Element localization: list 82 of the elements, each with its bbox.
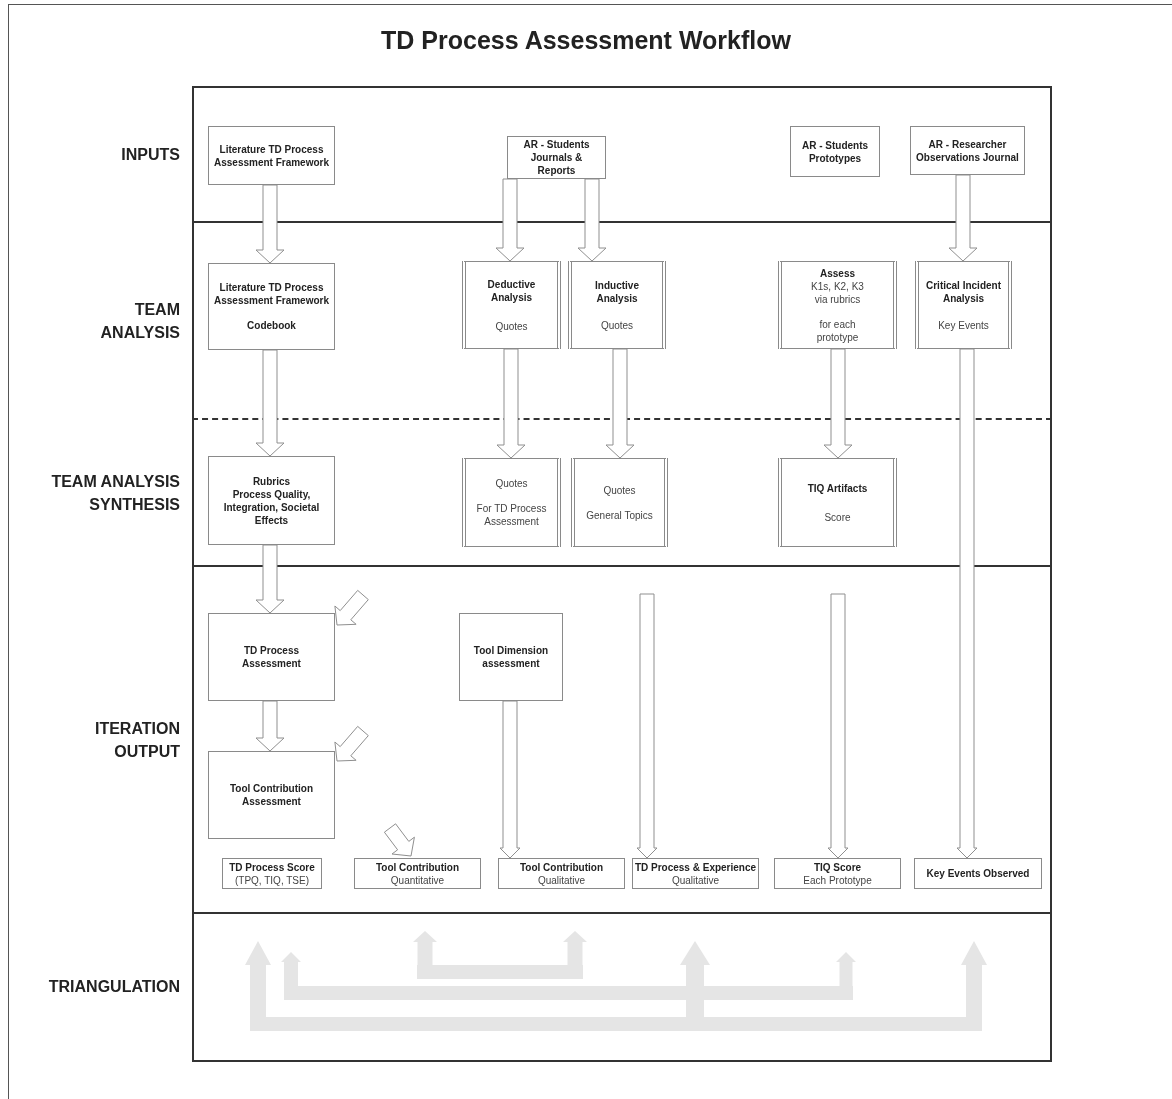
output-box bbox=[354, 858, 481, 889]
output-box bbox=[914, 858, 1042, 889]
predefined-process-box bbox=[568, 261, 666, 349]
predefined-process-box bbox=[778, 458, 897, 547]
box-heading: Tool Contribution bbox=[375, 860, 460, 874]
process-box bbox=[208, 126, 335, 185]
box-text: Quotes bbox=[495, 319, 528, 333]
process-box bbox=[459, 613, 563, 701]
block-arrow bbox=[605, 348, 635, 459]
block-arrow bbox=[636, 593, 658, 859]
predefined-process-box bbox=[462, 458, 561, 547]
block-arrow bbox=[383, 823, 415, 857]
box-heading: Tool Contribution Assessment bbox=[228, 782, 315, 808]
lane-heading: TEAM ANALYSIS bbox=[99, 299, 180, 343]
box-text: Key Events bbox=[938, 318, 989, 332]
box-heading: TIQ Artifacts bbox=[807, 481, 868, 495]
process-box bbox=[208, 751, 335, 839]
lane-heading: TEAM ANALYSIS SYNTHESIS bbox=[50, 471, 180, 515]
lane-heading: ITERATION OUTPUT bbox=[93, 718, 180, 762]
box-heading: Deductive Analysis bbox=[486, 277, 537, 304]
box-heading: Rubrics bbox=[252, 474, 291, 488]
diagram-title: TD Process Assessment Workflow bbox=[380, 26, 792, 55]
output-box bbox=[632, 858, 759, 889]
box-text: General Topics bbox=[586, 508, 653, 522]
box-text: Quotes bbox=[495, 477, 528, 490]
process-box bbox=[208, 456, 335, 545]
box-heading: Literature TD Process Assessment Framework bbox=[212, 281, 331, 307]
block-arrow bbox=[255, 700, 285, 752]
output-box bbox=[774, 858, 901, 889]
box-text: For TD Process Assessment bbox=[475, 502, 548, 528]
box-heading: Critical Incident Analysis bbox=[925, 278, 1002, 305]
block-arrow bbox=[948, 174, 978, 262]
block-arrow bbox=[827, 593, 849, 859]
block-arrow bbox=[823, 348, 853, 459]
block-arrow bbox=[577, 178, 607, 262]
block-arrow bbox=[956, 348, 978, 859]
process-box bbox=[790, 126, 880, 177]
process-box bbox=[208, 263, 335, 350]
box-heading: Tool Contribution bbox=[519, 860, 604, 874]
box-heading: TIQ Score bbox=[813, 860, 862, 874]
box-text: Qualitative bbox=[671, 873, 720, 887]
box-heading: AR - Researcher Observations Journal bbox=[915, 137, 1020, 164]
predefined-process-box bbox=[778, 261, 897, 349]
box-text: for each prototype bbox=[815, 317, 860, 344]
block-arrow bbox=[495, 178, 525, 262]
block-arrow bbox=[499, 700, 521, 859]
box-heading: Key Events Observed bbox=[926, 867, 1030, 880]
block-arrow bbox=[255, 544, 285, 614]
block-arrow bbox=[334, 725, 369, 762]
box-heading: AR - Students Prototypes bbox=[800, 138, 870, 165]
process-box bbox=[910, 126, 1025, 175]
box-heading: Process Quality, Integration, Societal Effects bbox=[222, 487, 321, 527]
block-arrow bbox=[496, 348, 526, 459]
box-heading: TD Process Assessment bbox=[241, 644, 302, 670]
box-heading: TD Process & Experience bbox=[634, 860, 757, 874]
box-heading: AR - Students Journals & Reports bbox=[522, 138, 591, 177]
box-text: Each Prototype bbox=[803, 873, 872, 887]
output-box bbox=[498, 858, 625, 889]
box-heading: TD Process Score bbox=[229, 860, 315, 874]
box-text: Quotes bbox=[603, 483, 636, 497]
box-text: Quotes bbox=[600, 318, 634, 332]
process-box bbox=[507, 136, 606, 179]
box-text: (TPQ, TIQ, TSE) bbox=[234, 873, 310, 887]
predefined-process-box bbox=[462, 261, 561, 349]
block-arrow bbox=[255, 349, 285, 457]
lane-heading: TRIANGULATION bbox=[47, 977, 180, 998]
lane-heading: INPUTS bbox=[120, 144, 180, 165]
box-text: Quantitative bbox=[390, 873, 445, 887]
process-box bbox=[208, 613, 335, 701]
box-text: K1s, K2, K3 via rubrics bbox=[810, 279, 865, 306]
block-arrow bbox=[334, 589, 369, 626]
block-arrow bbox=[255, 184, 285, 264]
box-text: Score bbox=[824, 510, 851, 524]
output-box bbox=[222, 858, 322, 889]
box-heading: Assess bbox=[820, 266, 855, 280]
predefined-process-box bbox=[571, 458, 668, 547]
box-heading: Inductive Analysis bbox=[594, 278, 640, 305]
box-heading: Codebook bbox=[247, 319, 296, 332]
box-heading: Tool Dimension assessment bbox=[472, 644, 550, 670]
box-text: Qualitative bbox=[537, 873, 586, 887]
predefined-process-box bbox=[915, 261, 1012, 349]
box-heading: Literature TD Process Assessment Framework bbox=[212, 142, 331, 169]
